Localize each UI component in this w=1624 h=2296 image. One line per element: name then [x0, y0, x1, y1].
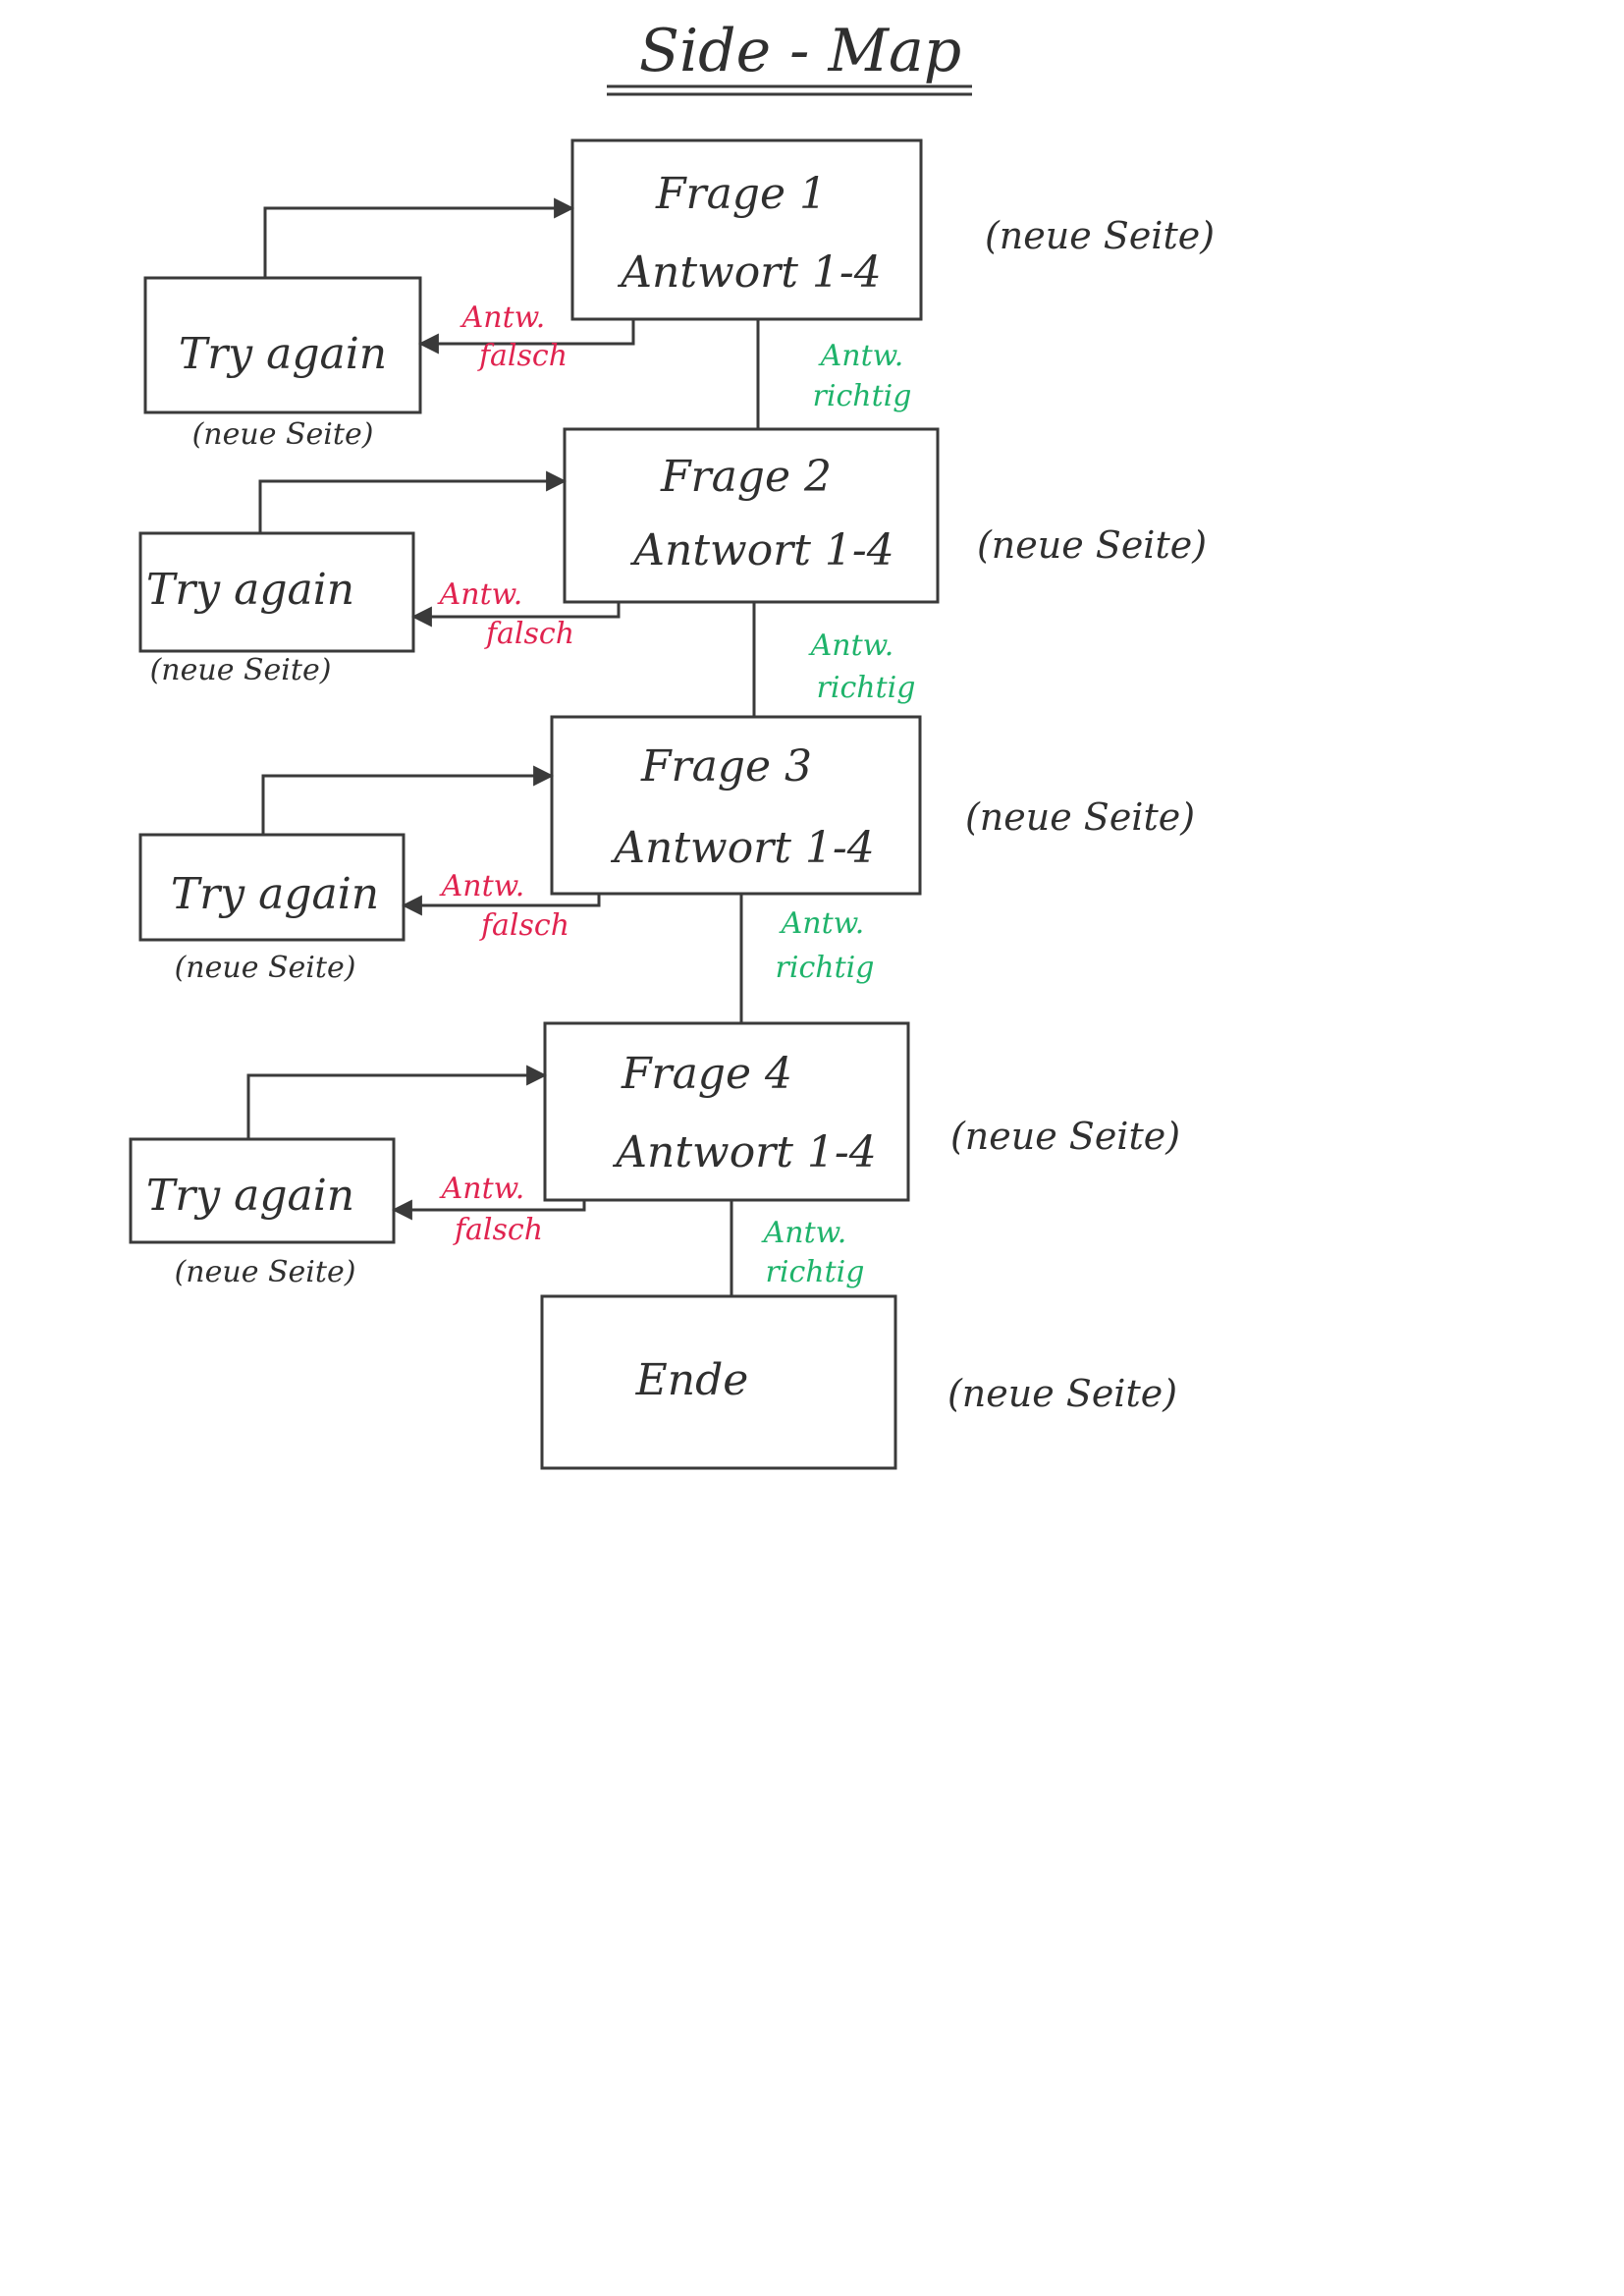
retry-node-2: Try again — [138, 531, 415, 653]
retry-label: Try again — [171, 869, 379, 919]
question-title: Frage 4 — [621, 1049, 792, 1099]
question-node-2: Frage 2 Antwort 1-4 — [563, 427, 940, 604]
back-arrow-1 — [263, 197, 575, 278]
question-node-4: Frage 4 Antwort 1-4 — [543, 1021, 910, 1202]
wrong-label-4a: Antw. — [439, 1172, 525, 1206]
wrong-label-2b: falsch — [484, 617, 574, 651]
right-label-1b: richtig — [813, 379, 912, 413]
retry-label: Try again — [146, 1171, 354, 1221]
right-label-3a: Antw. — [779, 906, 865, 941]
wrong-arrow-2 — [410, 602, 621, 628]
wrong-label-2a: Antw. — [437, 577, 523, 612]
diagram-title: Side - Map — [639, 17, 961, 85]
question-node-3: Frage 3 Antwort 1-4 — [550, 715, 922, 896]
retry-node-3: Try again — [138, 833, 406, 942]
page-note-end: (neue Seite) — [947, 1372, 1177, 1415]
question-answers: Antwort 1-4 — [612, 1127, 877, 1177]
page-note-3: (neue Seite) — [965, 795, 1195, 839]
right-label-4b: richtig — [766, 1255, 865, 1289]
wrong-label-4b: falsch — [453, 1213, 543, 1247]
back-arrow-3 — [261, 765, 555, 835]
page-note-2: (neue Seite) — [977, 523, 1207, 567]
retry-label: Try again — [179, 329, 387, 379]
retry-label: Try again — [146, 565, 354, 615]
wrong-arrow-3 — [401, 894, 601, 916]
wrong-label-1a: Antw. — [460, 301, 546, 335]
wrong-label-1b: falsch — [477, 339, 568, 373]
wrong-arrow-1 — [417, 319, 635, 355]
right-label-3b: richtig — [776, 951, 875, 985]
page-note-retry-3: (neue Seite) — [175, 951, 356, 985]
right-label-2b: richtig — [817, 671, 916, 705]
end-label: Ende — [635, 1355, 749, 1405]
question-answers: Antwort 1-4 — [617, 247, 882, 298]
page-note-1: (neue Seite) — [985, 214, 1215, 257]
right-label-2a: Antw. — [808, 629, 894, 663]
page-note-4: (neue Seite) — [950, 1115, 1180, 1158]
page-note-retry-4: (neue Seite) — [175, 1255, 356, 1289]
retry-node-4: Try again — [129, 1137, 396, 1244]
question-answers: Antwort 1-4 — [610, 823, 875, 873]
end-node: Ende — [540, 1294, 897, 1470]
page-note-retry-1: (neue Seite) — [192, 417, 374, 452]
wrong-label-3a: Antw. — [439, 869, 525, 903]
question-answers: Antwort 1-4 — [629, 525, 894, 575]
page-note-retry-2: (neue Seite) — [150, 653, 332, 687]
back-arrow-4 — [246, 1065, 548, 1139]
right-label-4a: Antw. — [761, 1216, 847, 1250]
right-label-1a: Antw. — [818, 339, 904, 373]
question-title: Frage 2 — [660, 452, 832, 502]
question-title: Frage 3 — [640, 741, 812, 792]
question-node-1: Frage 1 Antwort 1-4 — [570, 138, 923, 321]
back-arrow-2 — [258, 470, 568, 533]
wrong-label-3b: falsch — [479, 908, 569, 943]
question-title: Frage 1 — [655, 169, 827, 219]
retry-node-1: Try again — [143, 276, 422, 414]
wrong-arrow-4 — [391, 1199, 586, 1221]
